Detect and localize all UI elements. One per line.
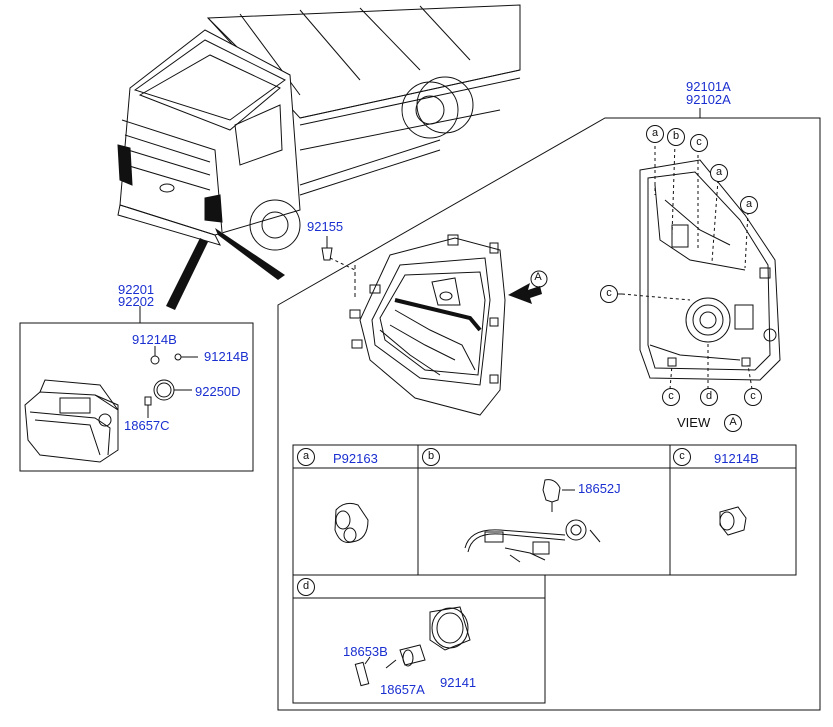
callout-c-2: c <box>600 285 618 303</box>
table-key-b: b <box>422 448 440 466</box>
callout-c-3: c <box>662 388 680 406</box>
main-part-number-2: 92102A <box>686 92 731 107</box>
callout-c-4: c <box>744 388 762 406</box>
fog-socket-label: 92250D <box>195 384 241 399</box>
parts-table <box>292 444 797 704</box>
fog-lamp-box <box>19 322 254 472</box>
view-ref-circle: A <box>724 414 742 432</box>
table-key-d: d <box>297 578 315 596</box>
table-key-a: a <box>297 448 315 466</box>
table-part-d-socket: 18653B <box>343 644 388 659</box>
grommet-icon <box>334 502 369 543</box>
view-label: VIEW <box>677 415 711 430</box>
view-a-illustration <box>639 159 781 381</box>
fog-lamp-illustration <box>24 379 119 463</box>
callout-d-1: d <box>700 388 718 406</box>
truck-illustration <box>117 4 521 251</box>
table-part-c: 91214B <box>714 451 759 466</box>
callout-c-1: c <box>690 134 708 152</box>
fog-lamp-part-1: 92201 <box>118 282 155 297</box>
callout-b-1: b <box>667 128 685 146</box>
main-part-number-1: 92101A <box>686 79 731 94</box>
table-part-a: P92163 <box>333 451 378 466</box>
table-part-b: 18652J <box>578 481 621 496</box>
callout-a-2: a <box>710 164 728 182</box>
callout-a-1: a <box>646 125 664 143</box>
fog-screw-label-1: 91214B <box>132 332 177 347</box>
callout-a-3: a <box>740 196 758 214</box>
table-part-d-cap: 92141 <box>440 675 477 690</box>
table-part-d-bulb: 18657A <box>380 682 425 697</box>
bolt-label: 92155 <box>307 219 344 234</box>
main-parts-box <box>277 117 821 711</box>
fog-bulb-label: 18657C <box>124 418 170 433</box>
arrow-ref-circle: A <box>534 271 542 283</box>
fog-lamp-part-2: 92202 <box>118 294 155 309</box>
fog-screw-label-2: 91214B <box>204 349 249 364</box>
table-key-c: c <box>673 448 691 466</box>
grommet-small-icon <box>719 506 747 536</box>
bulb-set-icon <box>354 606 471 687</box>
harness-icon <box>464 479 601 563</box>
headlamp-illustration <box>349 234 506 416</box>
